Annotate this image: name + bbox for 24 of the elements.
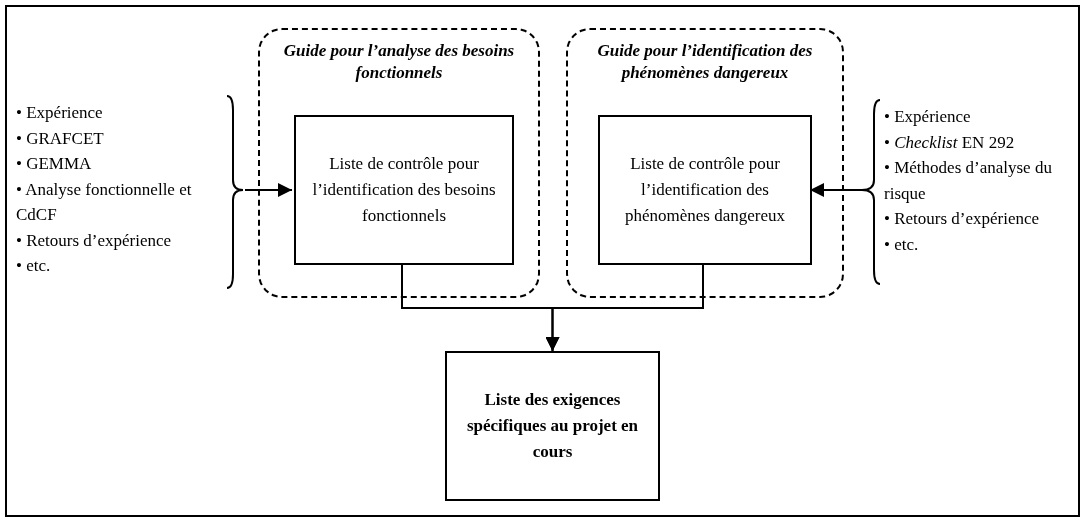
list-item: • Checklist EN 292	[884, 131, 1016, 154]
dashed-group-frame	[258, 28, 540, 298]
list-item: • Méthodes d’analyse du risque	[884, 157, 1053, 205]
list-item: • GEMMA	[16, 153, 93, 175]
list-item: • GRAFCET	[16, 127, 105, 150]
arrow	[809, 183, 863, 197]
list-item: • Analyse fonctionnelle et CdCF	[16, 178, 193, 226]
list-item: • Expérience	[884, 106, 972, 128]
list-item: • Expérience	[16, 102, 104, 124]
process-box	[294, 115, 514, 265]
arrow	[244, 183, 293, 197]
box-text: Liste de contrôle pour l’identification des besoins fonctionnels	[311, 153, 497, 227]
list-item: • Retours d’expérience	[16, 229, 173, 252]
process-box	[445, 351, 660, 501]
process-box	[598, 115, 812, 265]
group-title: Guide pour l’analyse des besoins fonctionnels	[282, 40, 516, 84]
dashed-group-frame	[566, 28, 844, 298]
arrow	[545, 262, 704, 352]
group-title: Guide pour l’identification des phénomènes dangereux	[596, 40, 814, 84]
list-item: • etc.	[16, 255, 52, 277]
box-text: Liste des exigences spécifiques au projet en cours	[465, 389, 640, 463]
box-text: Liste de contrôle pour l’identification des phénomènes dangereux	[624, 153, 786, 227]
list-item: • Retours d’expérience	[884, 208, 1041, 230]
list-item: • etc.	[884, 233, 920, 256]
